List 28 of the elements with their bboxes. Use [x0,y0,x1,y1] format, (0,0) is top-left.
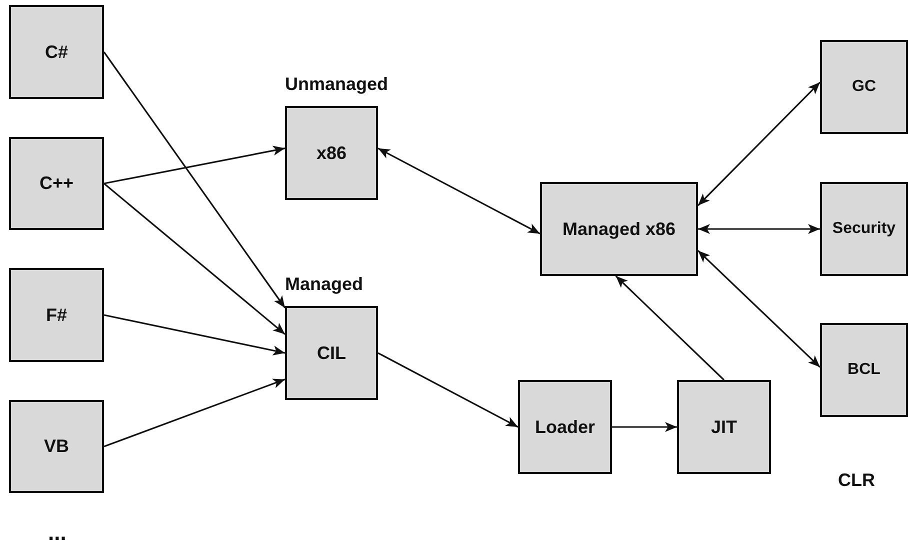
arrow [697,250,821,368]
process-box: x86 [285,106,378,200]
process-box: GC [820,40,908,134]
arrow [612,422,677,432]
node-heading: Unmanaged [285,74,388,95]
process-box: JIT [677,380,771,474]
arrow [104,146,286,184]
process-box: CIL [285,306,378,400]
arrow [698,224,820,234]
arrow [378,352,518,428]
arrow [378,148,540,234]
process-box: Managed x86 [540,182,698,276]
arrow [103,182,286,335]
group-label: CLR [838,470,875,491]
process-box: F# [9,268,104,362]
ellipsis-text: ... [48,520,66,545]
process-box: C++ [9,137,104,230]
arrow [104,314,286,356]
process-box: Security [820,182,908,276]
process-box: Loader [518,380,612,474]
arrow [104,378,286,448]
process-box: VB [9,400,104,493]
process-box: C# [9,5,104,99]
arrow [615,275,725,381]
process-box: BCL [820,323,908,417]
arrow [103,52,286,308]
node-heading: Managed [285,274,364,295]
arrow [697,82,821,206]
